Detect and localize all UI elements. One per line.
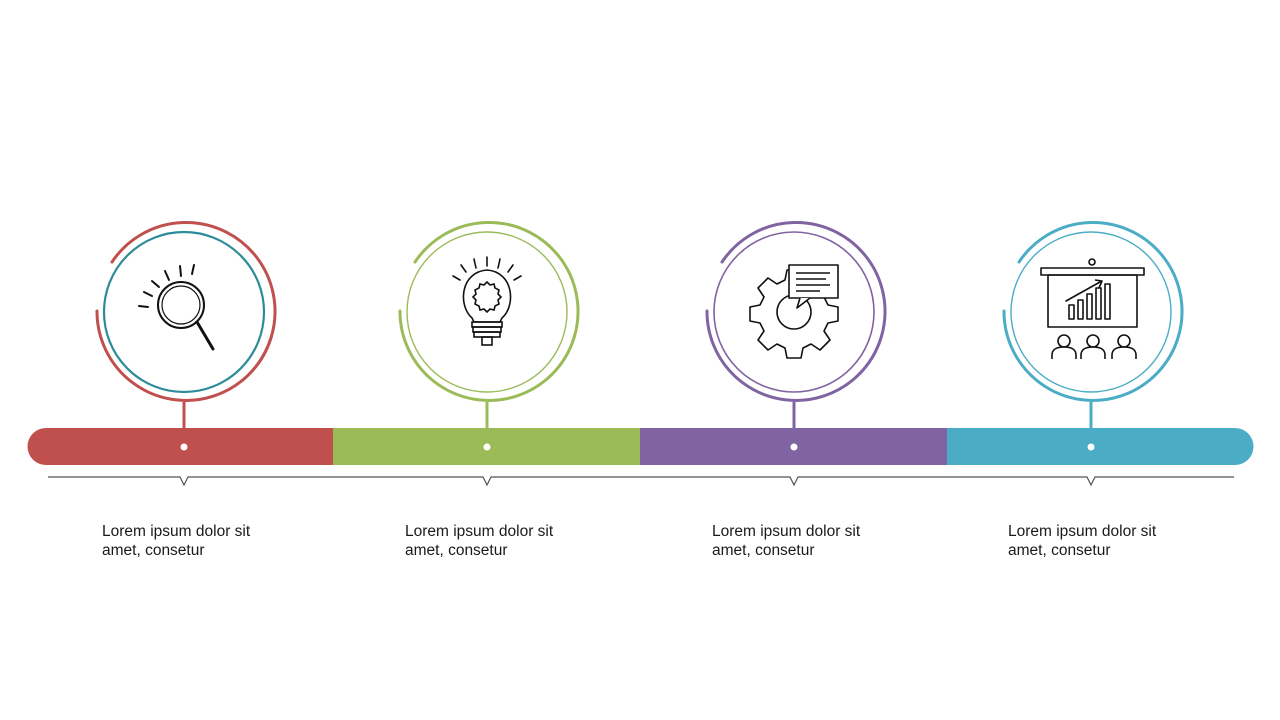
step-3-outer-arc bbox=[705, 220, 887, 402]
axis-line bbox=[48, 476, 1234, 487]
timeline-dot-3 bbox=[790, 443, 798, 451]
step-1-caption-line-2: amet, consetur bbox=[102, 542, 205, 559]
lightbulb-gear-icon bbox=[452, 256, 522, 346]
step-1-outer-arc bbox=[95, 220, 277, 402]
step-3-ring bbox=[705, 220, 887, 402]
step-4-ring bbox=[1002, 220, 1184, 402]
step-4-caption: Lorem ipsum dolor sit amet, consetur bbox=[1008, 522, 1198, 560]
step-3-caption-line-2: amet, consetur bbox=[712, 542, 815, 559]
step-4-caption-line-2: amet, consetur bbox=[1008, 542, 1111, 559]
step-3-inner-circle bbox=[713, 231, 875, 393]
step-2-outer-arc bbox=[398, 220, 580, 402]
magnifying-glass-icon bbox=[138, 264, 215, 351]
step-1-caption: Lorem ipsum dolor sit amet, consetur bbox=[102, 522, 292, 560]
timeline-segment-1 bbox=[27, 428, 333, 465]
step-2-ring bbox=[398, 220, 580, 402]
step-2-caption: Lorem ipsum dolor sit amet, consetur bbox=[405, 522, 595, 560]
timeline-dot-1 bbox=[180, 443, 188, 451]
step-3-caption: Lorem ipsum dolor sit amet, consetur bbox=[712, 522, 902, 560]
step-2-caption-line-2: amet, consetur bbox=[405, 542, 508, 559]
timeline-dot-2 bbox=[483, 443, 491, 451]
presentation-board-icon bbox=[1040, 258, 1145, 359]
step-1-ring bbox=[95, 220, 277, 402]
timeline-dot-4 bbox=[1087, 443, 1095, 451]
step-4-inner-circle bbox=[1010, 231, 1172, 393]
step-1-caption-line-1: Lorem ipsum dolor sit bbox=[102, 523, 251, 540]
step-3-caption-line-1: Lorem ipsum dolor sit bbox=[712, 523, 861, 540]
step-1-inner-circle bbox=[102, 230, 266, 394]
timeline-segment-4 bbox=[947, 428, 1254, 465]
step-2-caption-line-1: Lorem ipsum dolor sit bbox=[405, 523, 554, 540]
step-4-outer-arc bbox=[1002, 220, 1184, 402]
step-2-inner-circle bbox=[406, 231, 568, 393]
gear-chat-icon bbox=[749, 264, 839, 359]
step-4-caption-line-1: Lorem ipsum dolor sit bbox=[1008, 523, 1157, 540]
